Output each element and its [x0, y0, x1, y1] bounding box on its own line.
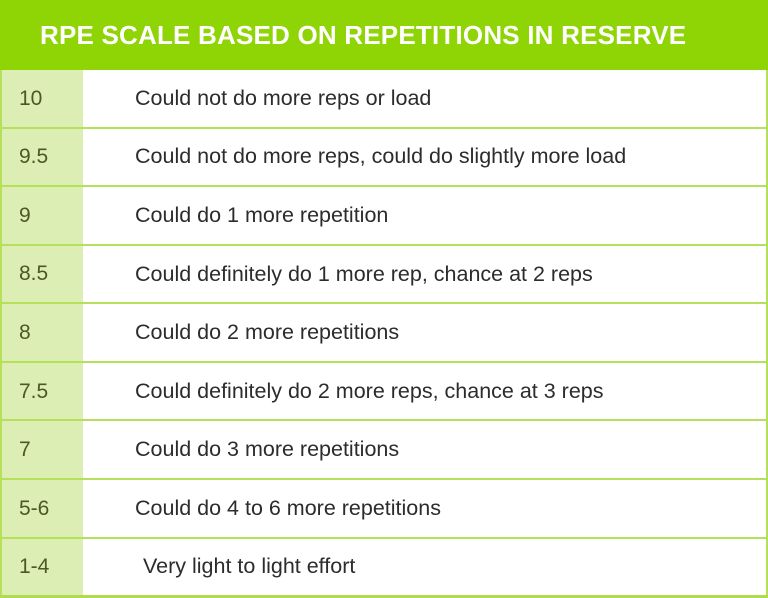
rpe-description-value: Very light to light effort — [143, 554, 356, 579]
rpe-description-cell: Could not do more reps, could do slightl… — [83, 128, 768, 186]
rpe-score-cell: 8.5 — [0, 245, 83, 303]
rpe-score-value: 7.5 — [19, 379, 49, 403]
rpe-score-cell: 9 — [0, 187, 83, 244]
rpe-score-value: 8 — [19, 321, 31, 345]
table-row: 10 Could not do more reps or load — [0, 70, 768, 127]
rpe-description-value: Could do 2 more repetitions — [135, 320, 400, 345]
card-header: RPE SCALE BASED ON REPETITIONS IN RESERV… — [0, 0, 768, 70]
table-row: 9.5 Could not do more reps, could do slig… — [0, 126, 768, 186]
rpe-description-cell: Could do 4 to 6 more repetitions — [83, 479, 768, 537]
rpe-description-cell: Very light to light effort — [83, 538, 768, 596]
rpe-description-value: Could do 3 more repetitions — [135, 437, 400, 462]
rpe-score-cell: 9.5 — [0, 128, 83, 186]
rpe-score-cell: 7.5 — [0, 362, 83, 420]
table-row: 9 Could do 1 more repetition — [0, 185, 768, 244]
rpe-description-cell: Could do 1 more repetition — [83, 187, 768, 244]
rpe-description-value: Could definitely do 2 more reps, chance … — [135, 378, 604, 403]
rpe-description-value: Could not do more reps, could do slightl… — [135, 144, 627, 169]
rpe-score-cell: 5-6 — [0, 479, 83, 537]
rpe-score-value: 7 — [19, 438, 31, 462]
rpe-description-value: Could definitely do 1 more rep, chance a… — [135, 261, 593, 286]
rpe-description-value: Could not do more reps or load — [135, 85, 432, 110]
rpe-score-cell: 7 — [0, 421, 83, 478]
rpe-score-value: 1-4 — [19, 555, 50, 579]
rpe-description-cell: Could do 3 more repetitions — [83, 421, 768, 478]
rpe-description-value: Could do 4 to 6 more repetitions — [135, 495, 441, 520]
rpe-description-value: Could do 1 more repetition — [135, 203, 389, 228]
rpe-score-value: 10 — [19, 86, 43, 110]
rpe-description-cell: Could not do more reps or load — [83, 70, 768, 127]
table-row: 8 Could do 2 more repetitions — [0, 302, 768, 361]
rpe-score-value: 8.5 — [19, 262, 49, 286]
rpe-score-cell: 1-4 — [0, 538, 83, 596]
rpe-score-cell: 8 — [0, 304, 83, 361]
table-row: 7.5 Could definitely do 2 more reps, chan… — [0, 360, 768, 420]
rpe-score-value: 5-6 — [19, 496, 50, 520]
table-row: 5-6 Could do 4 to 6 more repetitions — [0, 477, 768, 537]
rpe-description-cell: Could do 2 more repetitions — [83, 304, 768, 361]
table-row: 8.5 Could definitely do 1 more rep, chanc… — [0, 243, 768, 303]
rpe-score-cell: 10 — [0, 70, 83, 127]
rpe-score-value: 9.5 — [19, 145, 49, 169]
table-row: 1-4 Very light to light effort — [0, 536, 768, 596]
page-title: RPE SCALE BASED ON REPETITIONS IN RESERV… — [40, 20, 687, 50]
table-row: 7 Could do 3 more repetitions — [0, 419, 768, 478]
rpe-description-cell: Could definitely do 2 more reps, chance … — [83, 362, 768, 420]
rpe-description-cell: Could definitely do 1 more rep, chance a… — [83, 245, 768, 303]
rpe-score-value: 9 — [19, 203, 31, 227]
